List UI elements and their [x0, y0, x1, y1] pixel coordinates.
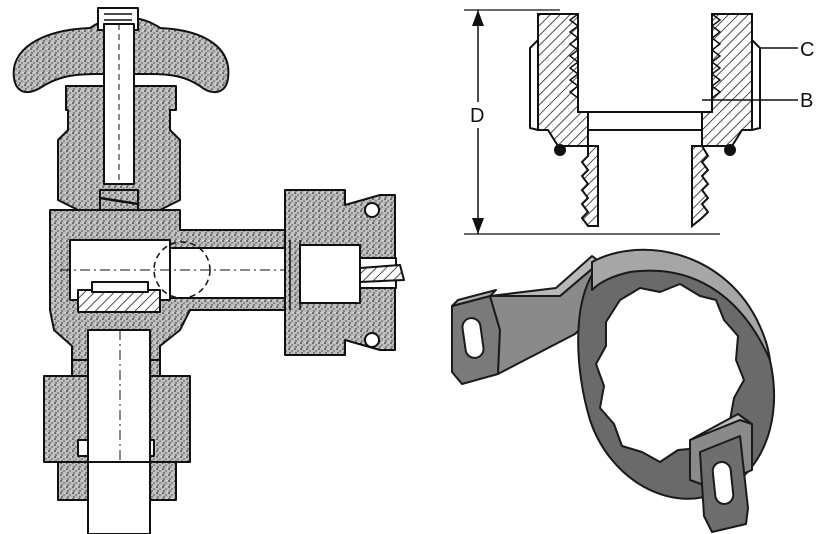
fitting-left-wall [537, 13, 589, 147]
label-d: D [470, 105, 484, 127]
fitting-right-wall [701, 13, 753, 147]
label-b: B [800, 90, 813, 112]
angle-valve-section [12, 7, 405, 534]
fitting-spigot-right [691, 145, 710, 229]
label-c: C [800, 39, 814, 61]
left-tab-slot [461, 317, 485, 359]
right-tab-slot [711, 461, 735, 505]
fitting-spigot-left [580, 145, 599, 227]
spanner-wrench [451, 248, 776, 533]
seat-disc [77, 289, 161, 313]
fitting-section: D C B [464, 9, 814, 235]
